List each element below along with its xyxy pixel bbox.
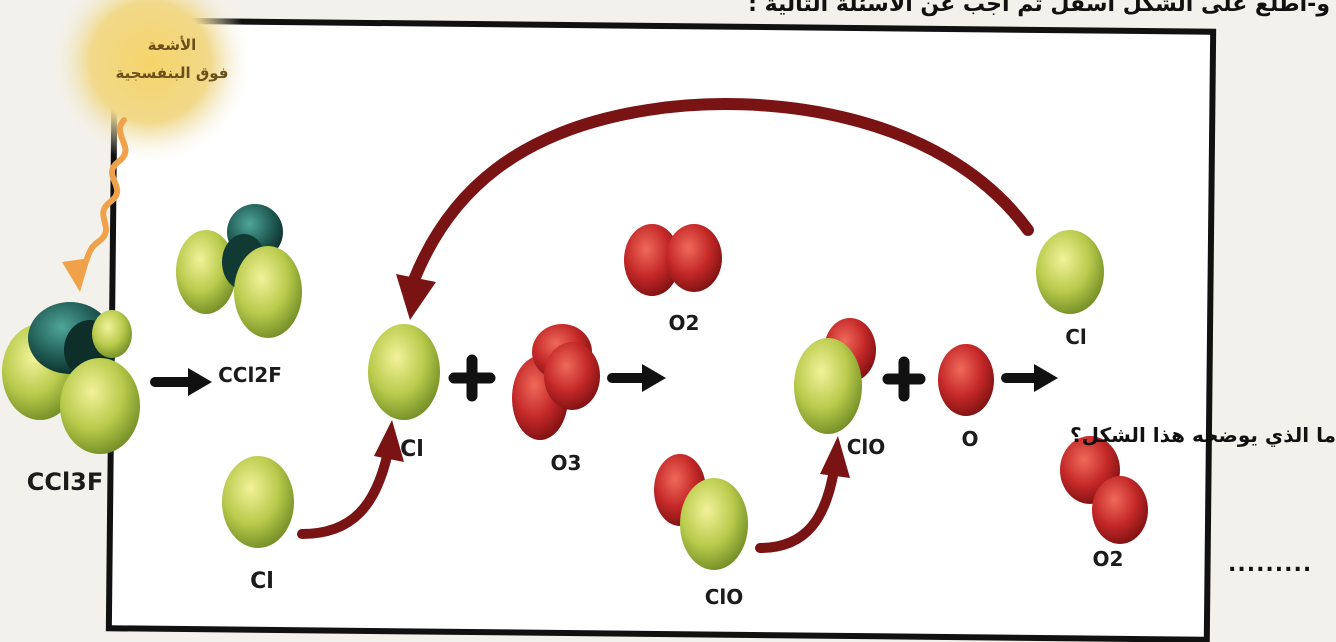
clo-right-label: ClO <box>847 435 886 459</box>
cl-center-label: Cl <box>400 437 424 462</box>
answer-line: ......... <box>1228 552 1313 577</box>
ccl2f-molecule <box>176 204 302 338</box>
ccl2f-label: CCl2F <box>218 363 282 387</box>
o3-molecule: O3 <box>512 324 600 475</box>
o-atom: O <box>938 344 994 451</box>
recycle-arrow-cl <box>408 98 1034 286</box>
o2-top-molecule: O2 <box>624 224 722 335</box>
cl-right-label: Cl <box>1065 325 1087 349</box>
uv-sun: الأشعة فوق البنفسجية <box>50 0 250 162</box>
cl-radical-bottom: Cl <box>222 456 294 594</box>
o3-label: O3 <box>551 451 582 475</box>
clo-bottom-label: ClO <box>705 585 744 609</box>
plus-sign-1 <box>448 354 496 402</box>
cfcl3-label: CCl3F <box>27 468 104 496</box>
clo-right-molecule: ClO <box>794 318 885 459</box>
curved-arrow-cl-up <box>297 447 393 539</box>
uv-label-line2: فوق البنفسجية <box>116 64 229 82</box>
cl-bottom-label: Cl <box>250 569 274 594</box>
cl-right: Cl <box>1036 230 1104 349</box>
clo-bottom-molecule: ClO <box>654 454 748 609</box>
uv-ray-arrow <box>73 117 129 273</box>
o2-right-molecule: O2 <box>1060 436 1148 571</box>
o2-top-label: O2 <box>669 311 700 335</box>
question-instruction: و-اطلع على الشكل أسفل ثم أجب عن الأسئلة … <box>748 0 1330 17</box>
cfcl3-molecule: CCl3F <box>2 302 140 496</box>
cl-center: Cl <box>368 324 440 462</box>
o-atom-label: O <box>961 427 978 451</box>
curved-arrow-clo-up <box>755 465 839 553</box>
uv-label-line1: الأشعة <box>148 36 197 54</box>
o2-right-label: O2 <box>1093 547 1124 571</box>
plus-sign-2 <box>882 356 926 402</box>
side-question-text: ما الذي يوضحه هذا الشكل؟ <box>1070 423 1336 447</box>
